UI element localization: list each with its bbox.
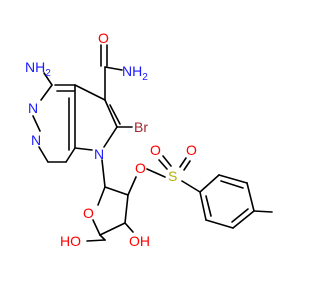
bond [232, 210, 255, 229]
atom-label-layer: NH2 O NH2 N N N Br O S O O O OH HO [25, 30, 197, 249]
bond [92, 219, 101, 236]
bond [65, 147, 76, 163]
bond [146, 168, 166, 178]
sulfur-label: S [168, 168, 177, 184]
bond [124, 194, 129, 224]
bond [74, 84, 106, 101]
molecule-diagram: NH2 O NH2 N N N Br O S O O O OH HO [25, 30, 273, 249]
hydroxyl-ch2-label: HO [60, 233, 81, 249]
nh2-ring-label: NH2 [25, 59, 51, 79]
bond [97, 186, 106, 206]
sulfur-oxygen-left-label: O [150, 142, 161, 158]
bond [205, 219, 234, 229]
bond [181, 180, 201, 193]
bromine-label: Br [134, 119, 148, 135]
sulfonyl-ester-oxygen-label: O [135, 160, 146, 176]
bond [109, 104, 121, 125]
bond [218, 174, 248, 184]
bond [74, 147, 93, 151]
bond [103, 126, 118, 148]
bond-layer [32, 44, 273, 242]
structure-svg: NH2 O NH2 N N N Br O S O O O OH HO [25, 30, 273, 249]
bond [231, 208, 249, 223]
bond [124, 222, 134, 233]
bond [158, 159, 168, 170]
pyrimidine-n-top-label: N [28, 100, 38, 116]
amide-nh2-label: NH2 [122, 63, 148, 83]
bond [38, 146, 49, 163]
bond [183, 160, 191, 171]
bond [246, 182, 255, 212]
bond [162, 155, 172, 167]
pyrrole-n-label: N [94, 146, 104, 162]
bond [205, 195, 212, 217]
bond [104, 186, 129, 196]
bond [104, 99, 118, 128]
pyrimidine-n-bottom-label: N [31, 132, 41, 148]
ring-oxygen-label: O [83, 205, 94, 221]
bond [220, 180, 244, 189]
hydroxyl-3-label: OH [129, 233, 150, 249]
bond [99, 222, 126, 236]
bond [32, 115, 41, 132]
bond [104, 66, 123, 71]
bond [199, 191, 207, 221]
bond [253, 210, 273, 213]
bond [179, 157, 187, 168]
bond [40, 84, 53, 101]
bond [127, 176, 137, 196]
sulfur-oxygen-right-label: O [186, 142, 197, 158]
bond [199, 174, 220, 193]
bond [99, 234, 106, 241]
bond [101, 159, 106, 188]
bond [43, 72, 53, 86]
bond [86, 239, 106, 242]
amide-oxygen-label: O [98, 30, 109, 46]
